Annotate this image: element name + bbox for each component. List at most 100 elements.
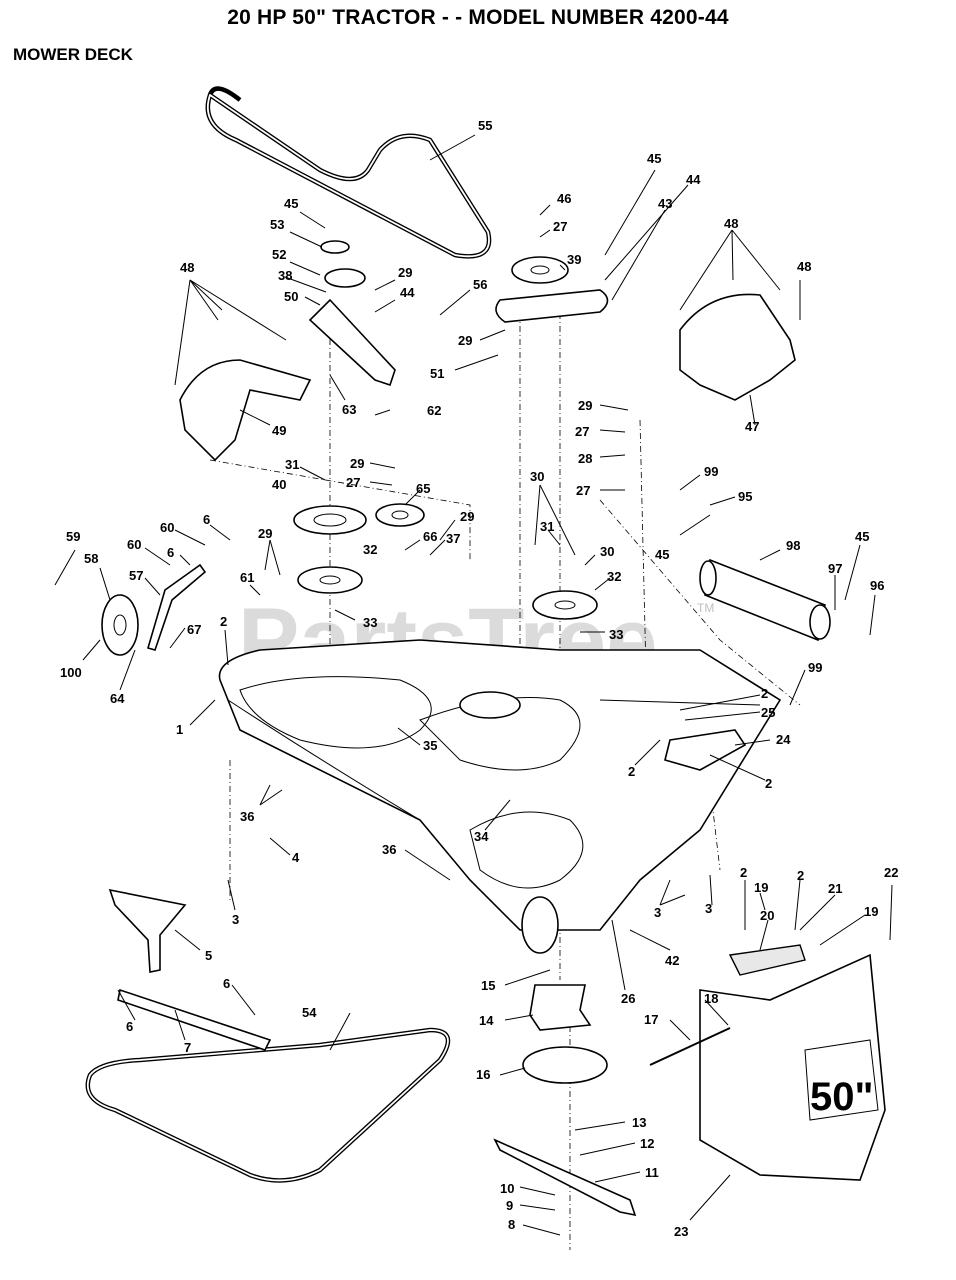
belt-55 — [205, 86, 492, 259]
callout-28: 28 — [578, 451, 592, 466]
callout-3: 3 — [654, 905, 661, 920]
callout-48: 48 — [724, 216, 738, 231]
callout-39: 39 — [567, 252, 581, 267]
callout-27: 27 — [346, 475, 360, 490]
leader-lines — [54, 134, 893, 1236]
callout-2: 2 — [761, 686, 768, 701]
callout-25: 25 — [761, 705, 775, 720]
callout-12: 12 — [640, 1136, 654, 1151]
belt-54 — [85, 1027, 451, 1183]
callout-22: 22 — [884, 865, 898, 880]
callout-11: 11 — [645, 1165, 659, 1180]
callout-40: 40 — [272, 477, 286, 492]
callout-2: 2 — [628, 764, 635, 779]
callout-60: 60 — [127, 537, 141, 552]
callout-26: 26 — [621, 991, 635, 1006]
callout-67: 67 — [187, 622, 201, 637]
callout-45: 45 — [855, 529, 869, 544]
callout-2: 2 — [797, 868, 804, 883]
callout-17: 17 — [644, 1012, 658, 1027]
pulleys — [101, 240, 598, 954]
spindle-housing-16 — [522, 1046, 608, 1084]
callout-6: 6 — [167, 545, 174, 560]
callout-6: 6 — [203, 512, 210, 527]
section-title: MOWER DECK — [13, 45, 133, 64]
callout-48: 48 — [180, 260, 194, 275]
callout-62: 62 — [427, 403, 441, 418]
callout-46: 46 — [557, 191, 571, 206]
callout-36: 36 — [240, 809, 254, 824]
callout-29: 29 — [458, 333, 472, 348]
callout-labels: 55 45 53 52 38 50 29 44 56 46 27 39 45 4… — [60, 118, 898, 1239]
callout-59: 59 — [66, 529, 80, 544]
bracket-50 — [308, 298, 396, 387]
callout-100: 100 — [60, 665, 82, 680]
callout-63: 63 — [342, 402, 356, 417]
callout-65: 65 — [416, 481, 430, 496]
callout-14: 14 — [479, 1013, 494, 1028]
callout-57: 57 — [129, 568, 143, 583]
callout-9: 9 — [506, 1198, 513, 1213]
callout-66: 66 — [423, 529, 437, 544]
bracket-24 — [664, 729, 747, 771]
callout-6: 6 — [126, 1019, 133, 1034]
callout-37: 37 — [446, 531, 460, 546]
callout-30: 30 — [530, 469, 544, 484]
callout-60: 60 — [160, 520, 174, 535]
discharge-chute-23: 50" — [699, 953, 886, 1181]
callout-42: 42 — [665, 953, 679, 968]
callout-34: 34 — [474, 829, 489, 844]
callout-29: 29 — [460, 509, 474, 524]
callout-33: 33 — [609, 627, 623, 642]
callout-35: 35 — [423, 738, 437, 753]
callout-55: 55 — [478, 118, 492, 133]
callout-13: 13 — [632, 1115, 646, 1130]
callout-2: 2 — [765, 776, 772, 791]
callout-33: 33 — [363, 615, 377, 630]
lift-link-57 — [147, 563, 207, 651]
callout-95: 95 — [738, 489, 752, 504]
callout-3: 3 — [232, 912, 239, 927]
callout-49: 49 — [272, 423, 286, 438]
watermark-tm: TM — [697, 601, 714, 615]
callout-29: 29 — [578, 398, 592, 413]
callout-8: 8 — [508, 1217, 515, 1232]
callout-23: 23 — [674, 1224, 688, 1239]
callout-45: 45 — [655, 547, 669, 562]
callout-97: 97 — [828, 561, 842, 576]
callout-30: 30 — [600, 544, 614, 559]
callout-15: 15 — [481, 978, 495, 993]
callout-64: 64 — [110, 691, 125, 706]
callout-20: 20 — [760, 908, 774, 923]
callout-61: 61 — [240, 570, 254, 585]
callout-32: 32 — [607, 569, 621, 584]
callout-2: 2 — [740, 865, 747, 880]
callout-19: 19 — [864, 904, 878, 919]
callout-45: 45 — [647, 151, 661, 166]
callout-27: 27 — [576, 483, 590, 498]
center-lines — [209, 300, 801, 1250]
callout-24: 24 — [776, 732, 791, 747]
callout-47: 47 — [745, 419, 759, 434]
callout-53: 53 — [270, 217, 284, 232]
callout-3: 3 — [705, 901, 712, 916]
callout-98: 98 — [786, 538, 800, 553]
callout-5: 5 — [205, 948, 212, 963]
callout-31: 31 — [540, 519, 554, 534]
callout-52: 52 — [272, 247, 286, 262]
callout-50: 50 — [284, 289, 298, 304]
callout-99: 99 — [808, 660, 822, 675]
callout-1: 1 — [176, 722, 183, 737]
callout-54: 54 — [302, 1005, 317, 1020]
callout-44: 44 — [686, 172, 701, 187]
callout-38: 38 — [278, 268, 292, 283]
bracket-5 — [108, 888, 187, 973]
callout-51: 51 — [430, 366, 444, 381]
callout-10: 10 — [500, 1181, 514, 1196]
callout-19: 19 — [754, 880, 768, 895]
callout-48: 48 — [797, 259, 811, 274]
callout-6: 6 — [223, 976, 230, 991]
page-title: 20 HP 50" TRACTOR - - MODEL NUMBER 4200-… — [227, 6, 729, 29]
callout-29: 29 — [350, 456, 364, 471]
